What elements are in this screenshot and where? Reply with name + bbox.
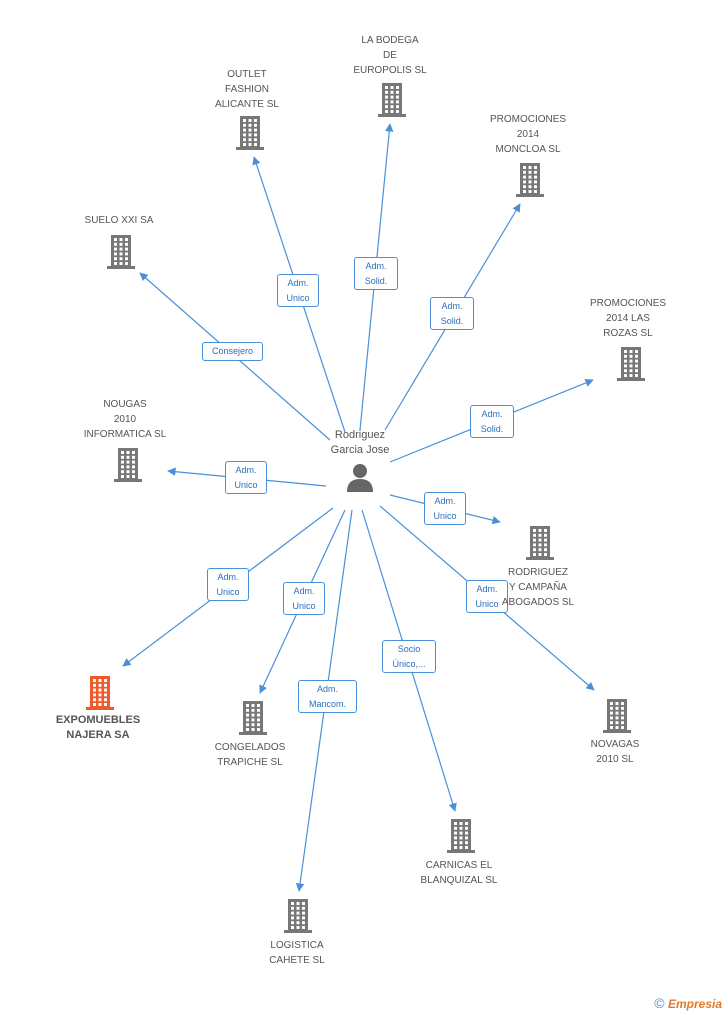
building-icon-wrap: [237, 700, 269, 741]
building-icon: [239, 701, 267, 735]
edge-label[interactable]: Adm. Unico: [277, 274, 319, 307]
company-name: EXPOMUEBLES NAJERA SA: [55, 714, 141, 741]
building-icon: [107, 235, 135, 269]
edge-label[interactable]: Adm. Unico: [207, 568, 249, 601]
company-name: PROMOCIONES 2014 MONCLOA SL: [489, 114, 567, 155]
brand-logo: Empresia: [667, 997, 722, 1011]
edge-label[interactable]: Adm. Unico: [283, 582, 325, 615]
company-name: CONGELADOS TRAPICHE SL: [214, 742, 286, 768]
building-icon-wrap: [234, 115, 266, 156]
building-icon-wrap: [445, 818, 477, 859]
company-name: NOVAGAS 2010 SL: [590, 739, 640, 765]
person-node[interactable]: Rodriguez Garcia Jose: [320, 428, 400, 492]
company-name: NOUGAS 2010 INFORMATICA SL: [83, 399, 167, 440]
edge-label[interactable]: Adm. Solid.: [430, 297, 474, 330]
building-icon: [617, 347, 645, 381]
company-name: OUTLET FASHION ALICANTE SL: [215, 69, 279, 110]
copyright-symbol: ©: [654, 995, 665, 1011]
building-icon-wrap: [601, 698, 633, 739]
building-icon: [516, 163, 544, 197]
building-icon-wrap: [615, 346, 647, 387]
building-icon-wrap: [84, 675, 116, 716]
building-icon-wrap: [112, 447, 144, 488]
edge-label[interactable]: Adm. Unico: [466, 580, 508, 613]
building-icon: [284, 899, 312, 933]
building-icon-wrap: [514, 162, 546, 203]
person-icon: [347, 464, 373, 492]
building-icon: [526, 526, 554, 560]
edge-label[interactable]: Adm. Solid.: [354, 257, 398, 290]
building-icon-wrap: [524, 525, 556, 566]
building-icon: [86, 676, 114, 710]
building-icon-wrap: [376, 82, 408, 123]
edge-label[interactable]: Consejero: [202, 342, 263, 361]
company-name: CARNICAS EL BLANQUIZAL SL: [420, 860, 498, 886]
company-name: RODRIGUEZ Y CAMPAÑA ABOGADOS SL: [501, 567, 575, 608]
building-icon-wrap: [105, 234, 137, 275]
person-name: Rodriguez Garcia Jose: [330, 429, 390, 456]
building-icon: [447, 819, 475, 853]
company-name: SUELO XXI SA: [84, 215, 154, 226]
edge-label[interactable]: Adm. Unico: [424, 492, 466, 525]
building-icon-wrap: [282, 898, 314, 939]
company-name: LA BODEGA DE EUROPOLIS SL: [353, 35, 427, 76]
company-name: LOGISTICA CAHETE SL: [269, 940, 325, 966]
edge-label[interactable]: Adm. Solid.: [470, 405, 514, 438]
building-icon: [603, 699, 631, 733]
copyright: © Empresia: [654, 995, 722, 1011]
building-icon: [236, 116, 264, 150]
edge-label[interactable]: Adm. Unico: [225, 461, 267, 494]
edge-label[interactable]: Adm. Mancom.: [298, 680, 357, 713]
building-icon: [114, 448, 142, 482]
building-icon: [378, 83, 406, 117]
company-name: PROMOCIONES 2014 LAS ROZAS SL: [589, 298, 667, 339]
edge-label[interactable]: Socio Único,...: [382, 640, 436, 673]
